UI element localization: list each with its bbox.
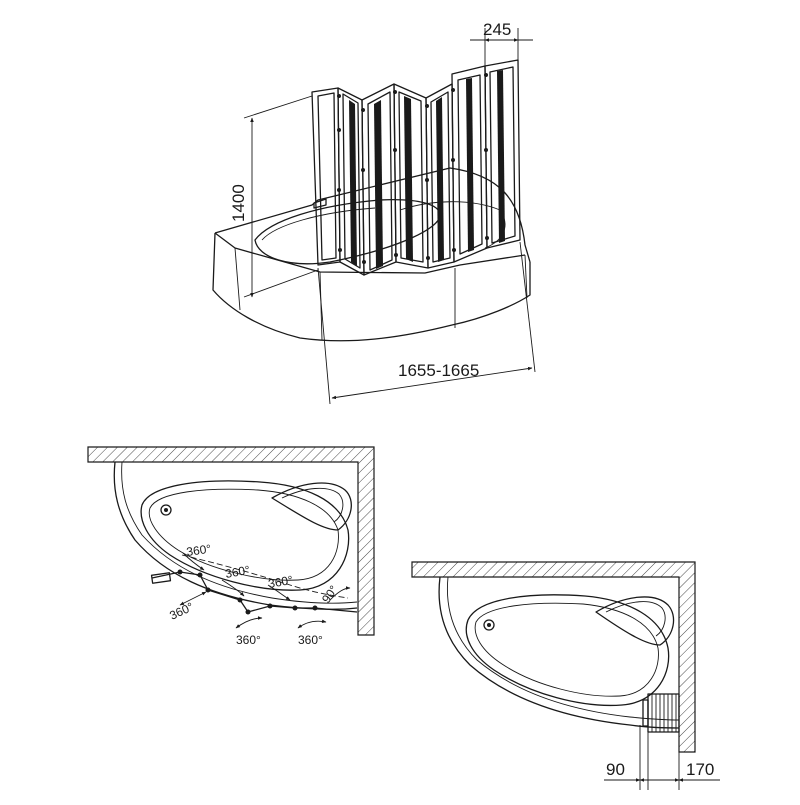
bathtub-perspective xyxy=(212,167,531,342)
plan-view-offsets: 90 170 xyxy=(411,561,720,790)
perspective-view: 245 1400 1655-1665 xyxy=(212,20,536,405)
screen-plan-line xyxy=(150,554,358,615)
rotation-label-3: 360° xyxy=(267,573,294,591)
rotation-label-6: 360° xyxy=(298,633,323,647)
dimension-height: 1400 xyxy=(229,95,319,298)
dimension-opening-width: 1655-1665 xyxy=(317,241,536,405)
plan-view-rotation: 360° 360° 360° 360° 360° 360° 90° xyxy=(87,446,375,647)
folded-screen-stack xyxy=(642,693,680,733)
rotation-label-4: 360° xyxy=(167,599,196,622)
fold-label-90: 90° xyxy=(319,583,341,606)
dimension-label-1655-1665: 1655-1665 xyxy=(398,361,479,380)
dimension-offsets: 90 170 xyxy=(604,725,720,790)
rotation-arrows xyxy=(179,552,351,629)
rotation-label-5: 360° xyxy=(236,633,261,647)
rotation-label-1: 360° xyxy=(185,542,212,559)
dimension-label-90: 90 xyxy=(606,760,625,779)
rotation-label-2: 360° xyxy=(224,563,251,581)
dimension-panel-width: 245 xyxy=(470,20,533,66)
wall-hatch xyxy=(87,446,375,636)
folding-screen xyxy=(311,59,521,276)
dimension-label-1400: 1400 xyxy=(229,184,248,222)
dimension-label-170: 170 xyxy=(686,760,714,779)
wall-hatch-right xyxy=(411,561,696,753)
dimension-label-245: 245 xyxy=(483,20,511,39)
